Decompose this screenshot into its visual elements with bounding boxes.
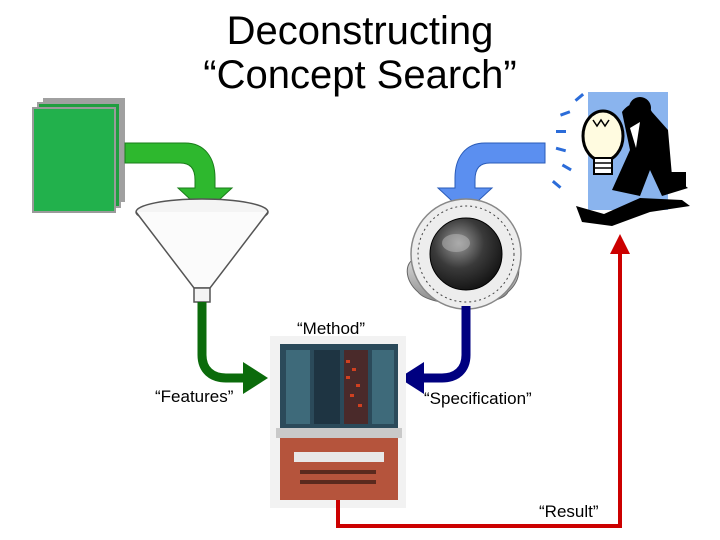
- navy-arrow-icon: [399, 306, 471, 394]
- lightbulb-businessman-icon: [551, 92, 690, 226]
- slide-title-line1: Deconstructing: [226, 9, 494, 53]
- dark-green-arrow-icon: [197, 302, 268, 394]
- result-label: “Result”: [539, 502, 599, 521]
- features-label: “Features”: [155, 387, 234, 406]
- slide-title-line2: “Concept Search”: [203, 53, 517, 97]
- funnel-icon: [135, 198, 269, 303]
- document-stack-icon: [32, 98, 125, 213]
- method-label: “Method”: [297, 319, 366, 338]
- red-result-arrow-icon: [336, 234, 630, 528]
- dial-knob-icon: [406, 198, 522, 310]
- computer-mainframe-icon: [270, 336, 406, 508]
- specification-label: “Specification”: [424, 389, 532, 408]
